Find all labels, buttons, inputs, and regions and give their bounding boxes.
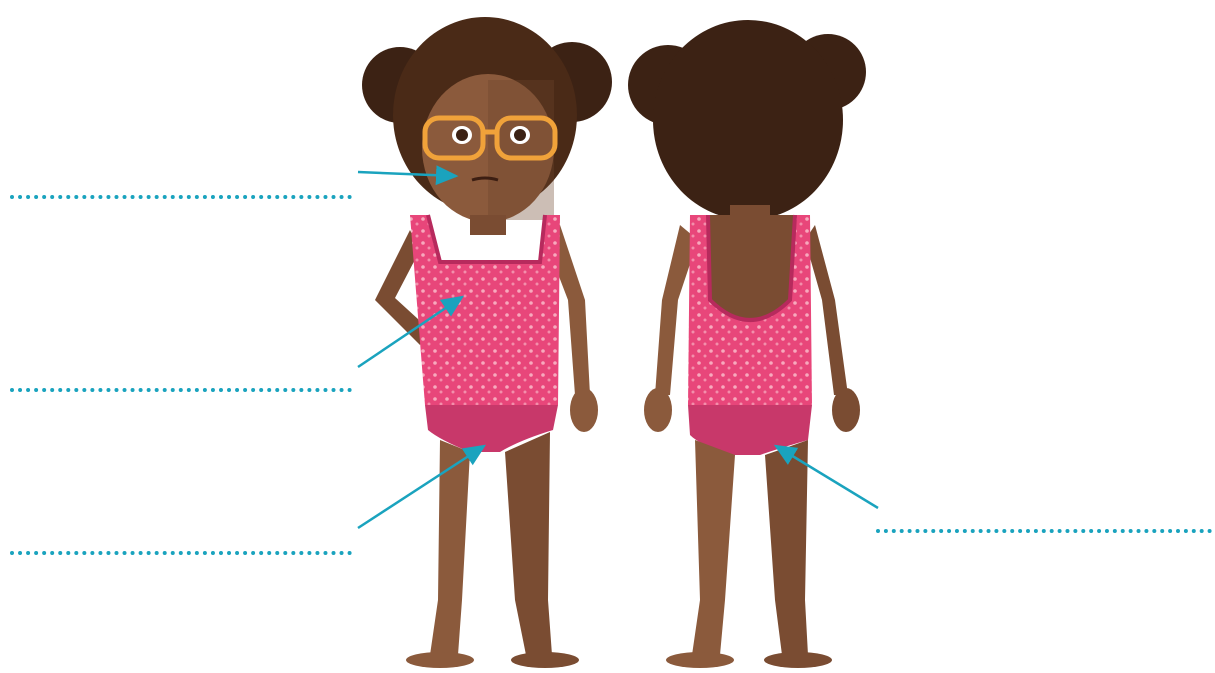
girl-front-icon: [362, 17, 612, 668]
girl-back-icon: [628, 20, 866, 668]
